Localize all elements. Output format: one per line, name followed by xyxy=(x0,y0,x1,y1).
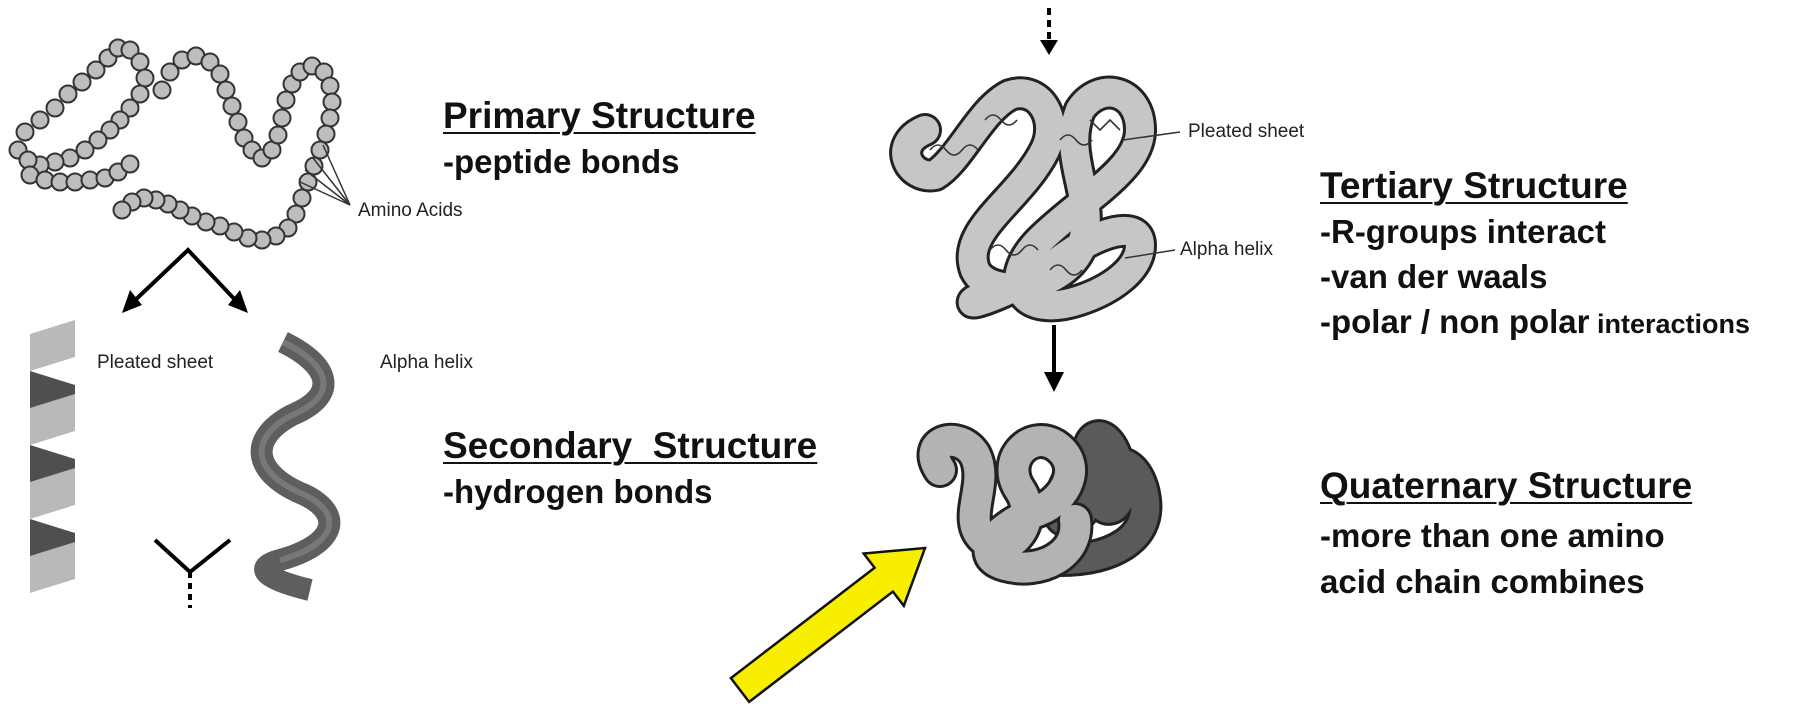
amino-acid-bead xyxy=(294,190,311,207)
primary-structure-detail: -peptide bonds xyxy=(443,143,679,181)
tertiary-detail-3: -polar / non polar interactions xyxy=(1320,303,1750,341)
tertiary-pleated-sheet-label: Pleated sheet xyxy=(1188,121,1304,143)
amino-acid-bead xyxy=(32,112,49,129)
split-arrow-head-left xyxy=(122,290,142,313)
pleated-sheet-shape xyxy=(30,320,75,593)
amino-acid-bead xyxy=(274,110,291,127)
tertiary-detail-3-suffix: interactions xyxy=(1590,309,1751,339)
tertiary-detail-2: -van der waals xyxy=(1320,258,1547,296)
quaternary-structure-title: Quaternary Structure xyxy=(1320,465,1692,507)
amino-acid-bead xyxy=(17,124,34,141)
primary-amino-acid-chain xyxy=(10,40,341,249)
amino-acid-bead xyxy=(122,156,139,173)
alpha-helix-label: Alpha helix xyxy=(380,352,473,374)
amino-acid-bead xyxy=(218,82,235,99)
alpha-helix-shape xyxy=(262,342,330,590)
amino-acid-bead xyxy=(270,127,287,144)
highlight-arrow xyxy=(731,493,925,702)
tertiary-to-quaternary-arrow xyxy=(1044,325,1064,392)
tertiary-detail-3-main: -polar / non polar xyxy=(1320,303,1590,340)
quaternary-detail-1: -more than one amino xyxy=(1320,517,1665,555)
amino-acid-bead xyxy=(324,94,341,111)
converge-arrow xyxy=(155,540,230,608)
amino-acids-label: Amino Acids xyxy=(358,200,463,222)
amino-acid-bead xyxy=(322,78,339,95)
amino-acid-bead xyxy=(60,86,77,103)
amino-acid-bead xyxy=(318,126,335,143)
secondary-structure-detail: -hydrogen bonds xyxy=(443,473,712,511)
tertiary-alpha-helix-label: Alpha helix xyxy=(1180,239,1273,261)
pleated-sheet-label: Pleated sheet xyxy=(97,352,213,374)
tertiary-incoming-arrow xyxy=(1040,8,1058,55)
split-arrow xyxy=(130,250,240,305)
amino-acid-bead xyxy=(137,70,154,87)
tertiary-detail-1: -R-groups interact xyxy=(1320,213,1606,251)
amino-acid-bead xyxy=(278,92,295,109)
tertiary-folded-protein xyxy=(906,93,1180,306)
amino-acid-bead xyxy=(224,98,241,115)
quaternary-protein-complex xyxy=(935,436,1146,567)
amino-acid-bead xyxy=(212,66,229,83)
amino-acid-bead xyxy=(154,82,171,99)
amino-acid-bead xyxy=(114,202,131,219)
tertiary-structure-title: Tertiary Structure xyxy=(1320,165,1628,207)
amino-acid-bead xyxy=(47,100,64,117)
secondary-structure-title: Secondary Structure xyxy=(443,425,817,467)
amino-acid-bead xyxy=(132,54,149,71)
amino-acid-bead xyxy=(74,74,91,91)
pleated-sheet-segment xyxy=(30,320,75,371)
primary-structure-title: Primary Structure xyxy=(443,95,756,137)
amino-acid-bead xyxy=(230,114,247,131)
quaternary-detail-2: acid chain combines xyxy=(1320,563,1645,601)
amino-acid-bead xyxy=(322,110,339,127)
amino-acid-bead xyxy=(47,154,64,171)
